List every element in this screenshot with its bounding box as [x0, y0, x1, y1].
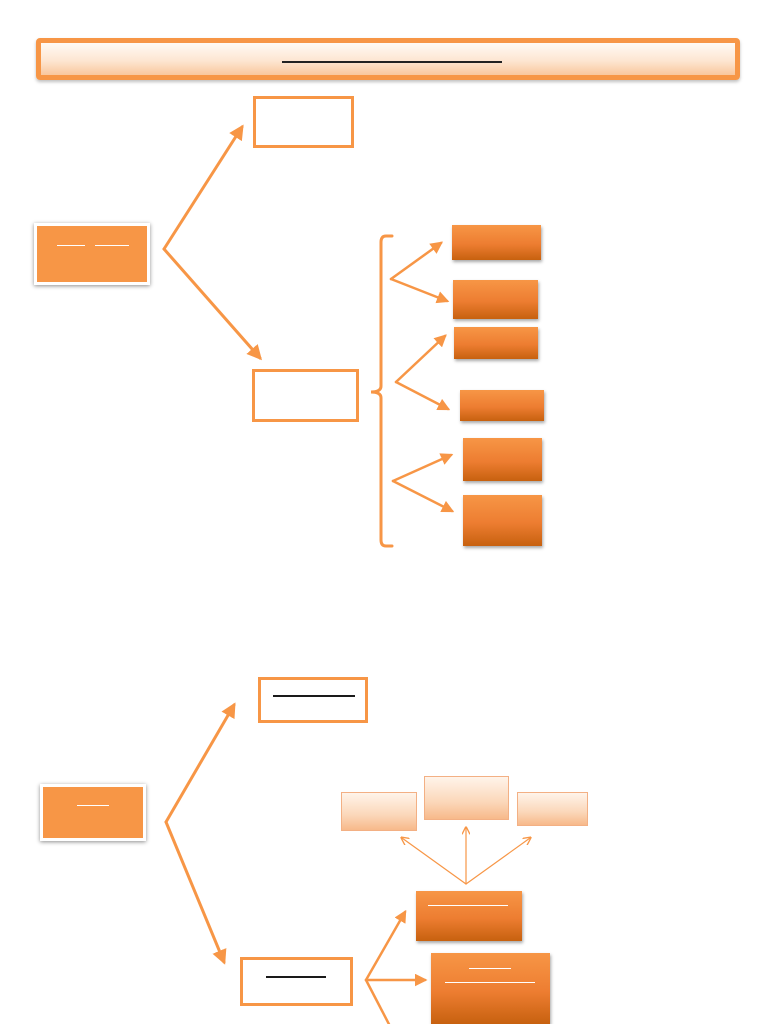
arrow-d1-leaf2 [389, 277, 450, 304]
title-underline [282, 61, 502, 63]
d2-root-rule [77, 805, 109, 806]
d1-leaf-5 [463, 438, 542, 481]
d2-lower-branch-node [240, 957, 353, 1006]
arrow-d2-upper [164, 702, 236, 824]
d2-leaf-2 [431, 953, 550, 1024]
arrow-d2-leaf1 [364, 909, 407, 982]
arrow-d2-lower [164, 820, 227, 965]
arrow-d2-top-right [465, 838, 530, 885]
d1-upper-branch-node [253, 96, 354, 148]
d1-leaf-2 [453, 280, 538, 319]
d2-top-box-left [341, 792, 417, 831]
d1-leaf-4 [460, 390, 544, 421]
arrow-d1-leaf3 [394, 334, 447, 384]
bracket-d1 [370, 234, 394, 548]
arrow-d2-top-left [402, 838, 467, 885]
d1-leaf-1 [452, 225, 541, 260]
title-bar [36, 38, 740, 80]
d1-leaf-6 [463, 495, 542, 546]
d2-leaf-1 [416, 891, 522, 941]
arrow-d2-leaf3 [364, 978, 391, 1024]
d2-upper-branch-rule [273, 695, 355, 697]
d2-top-box-right [517, 792, 588, 826]
d2-upper-branch-node [258, 677, 368, 723]
d2-leaf-1-rule [428, 905, 508, 906]
d1-lower-branch-node [252, 369, 359, 422]
d2-leaf-2-rule-top [469, 968, 511, 969]
d1-root-node [34, 223, 150, 285]
d1-root-rule-left [57, 245, 85, 246]
arrow-d1-upper [162, 124, 244, 251]
d2-lower-branch-rule [266, 976, 326, 978]
arrow-d1-leaf1 [389, 241, 444, 281]
d1-root-rule-right [95, 245, 129, 246]
arrow-d1-lower [162, 247, 262, 361]
d1-leaf-3 [454, 327, 538, 359]
d2-root-node [40, 784, 146, 841]
arrow-d1-leaf4 [394, 380, 451, 411]
d2-top-box-center [424, 776, 509, 820]
d2-leaf-2-rule-bottom [445, 982, 535, 983]
arrow-d1-leaf5 [391, 453, 454, 483]
arrow-d1-leaf6 [391, 479, 455, 513]
